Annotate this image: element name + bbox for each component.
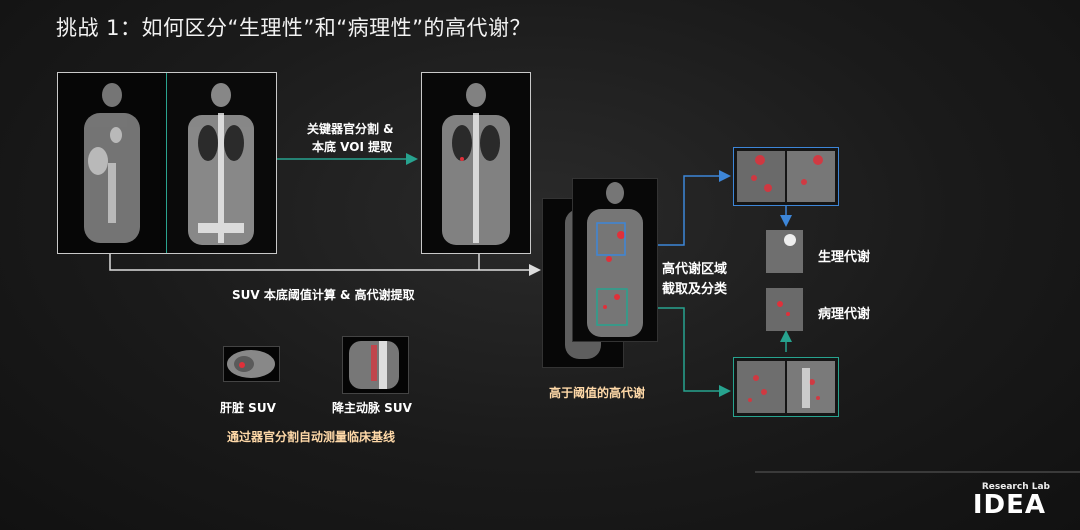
aorta-suv-label: 降主动脉 SUV	[332, 401, 412, 415]
idea-logo: IDEA	[972, 490, 1046, 520]
footer-divider	[755, 471, 1080, 473]
suv-threshold-label: SUV 本底阈值计算 & 高代谢提取	[232, 288, 415, 302]
pet-ct-pair-image	[57, 72, 277, 254]
high-metabolism-image	[572, 178, 658, 342]
page-title: 挑战 1：如何区分“生理性”和“病理性”的高代谢？	[56, 16, 532, 40]
aorta-suv-image	[342, 336, 409, 394]
physiological-thumb-image	[766, 230, 803, 273]
above-threshold-caption: 高于阈值的高代谢	[549, 386, 646, 400]
region-label-2: 截取及分类	[662, 282, 728, 297]
pathological-thumb-image	[766, 288, 803, 331]
physiological-label: 生理代谢	[818, 250, 871, 265]
region-label-1: 高代谢区域	[662, 262, 728, 277]
segmented-ct-image	[421, 72, 531, 254]
liver-suv-image	[223, 346, 280, 382]
segmentation-label-2: 本底 VOI 提取	[312, 140, 393, 154]
arrow-suv-threshold	[109, 252, 541, 276]
physiological-crop-image	[733, 147, 839, 206]
auto-baseline-caption: 通过器官分割自动测量临床基线	[227, 430, 396, 444]
pathological-crop-image	[733, 357, 839, 417]
pathological-label: 病理代谢	[818, 307, 871, 322]
segmentation-label-1: 关键器官分割 &	[307, 122, 394, 136]
liver-suv-label: 肝脏 SUV	[220, 401, 276, 415]
logo-subtitle: Research Lab	[981, 482, 1050, 492]
